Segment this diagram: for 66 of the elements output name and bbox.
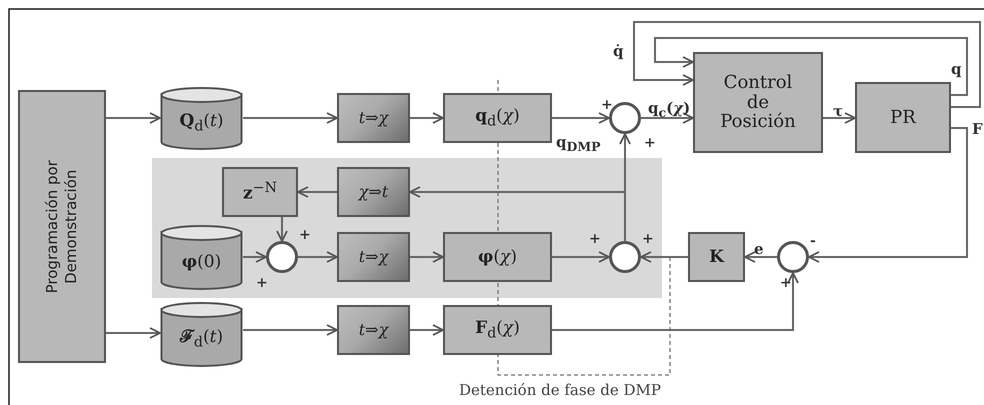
arrow: [640, 251, 688, 263]
transform-box: [337, 232, 410, 282]
arrow: [552, 112, 610, 124]
vertical-label: Programación por Demonstración: [43, 160, 81, 294]
box-label: K: [709, 248, 724, 266]
sign-label: +: [256, 276, 268, 290]
box-label: φ(0): [182, 253, 222, 272]
arrow: [552, 251, 610, 263]
box-label: t⇒χ: [358, 109, 388, 127]
arrow: [409, 186, 626, 241]
arrow: [641, 112, 694, 124]
box-label: t⇒χ: [358, 248, 388, 266]
delay-box: [222, 167, 298, 217]
arrow: [808, 127, 968, 263]
arrow: [633, 21, 981, 108]
arrow: [410, 324, 444, 336]
arrow: [410, 112, 444, 124]
transform-box: [337, 93, 410, 143]
sign-label: +: [780, 276, 792, 290]
edge-label: q$_{c}$(χ): [648, 101, 690, 120]
box-label: F$_{d}$(χ): [475, 318, 520, 342]
summing-junction: [777, 241, 809, 273]
sign-label: +: [589, 232, 601, 246]
process-box: [443, 232, 552, 282]
box-label: t⇒χ: [358, 321, 388, 339]
box-label: Control de Posición: [719, 72, 797, 132]
transform-box: [337, 305, 410, 355]
arrow: [243, 112, 338, 124]
arrow: [654, 37, 968, 96]
arrow: [106, 112, 161, 124]
arrow: [410, 251, 444, 263]
box-label: q$_{d}$(χ): [475, 106, 520, 130]
box-label: χ⇒t: [358, 183, 388, 201]
box-label: Q$_{d}$(t): [180, 112, 224, 135]
edge-label: q: [951, 62, 962, 77]
transform-box: [337, 167, 410, 217]
edge-label: F: [972, 122, 983, 137]
arrow: [823, 112, 856, 124]
plant-box: [855, 82, 951, 153]
process-box: [443, 93, 552, 143]
control-box: [693, 52, 823, 153]
arrow: [243, 324, 338, 336]
process-box: [18, 90, 106, 363]
arrow: [297, 186, 337, 198]
arrow: [298, 251, 338, 263]
edge-label: q̇: [613, 44, 624, 59]
edge-label: e: [754, 242, 764, 257]
sign-label: +: [601, 98, 613, 112]
gain-box: [688, 232, 745, 282]
sign-label: +: [644, 136, 656, 150]
edge-label: τ: [833, 104, 844, 119]
edge-label: q$_{DMP}$: [556, 135, 601, 154]
sign-label: +: [299, 228, 311, 242]
arrow: [106, 327, 161, 339]
arrow: [276, 217, 288, 242]
process-box: [443, 305, 552, 355]
sign-label: -: [810, 234, 816, 248]
box-label: z$^{−N}$: [243, 180, 277, 204]
sign-label: +: [642, 232, 654, 246]
arrow: [552, 272, 799, 331]
arrow: [744, 251, 777, 263]
box-label: PR: [890, 108, 916, 128]
box-label: ℱ$_{d}$(t): [180, 328, 224, 351]
region-label: Detención de fase de DMP: [459, 383, 661, 398]
arrow: [243, 251, 267, 263]
box-label: φ(χ): [478, 248, 517, 266]
